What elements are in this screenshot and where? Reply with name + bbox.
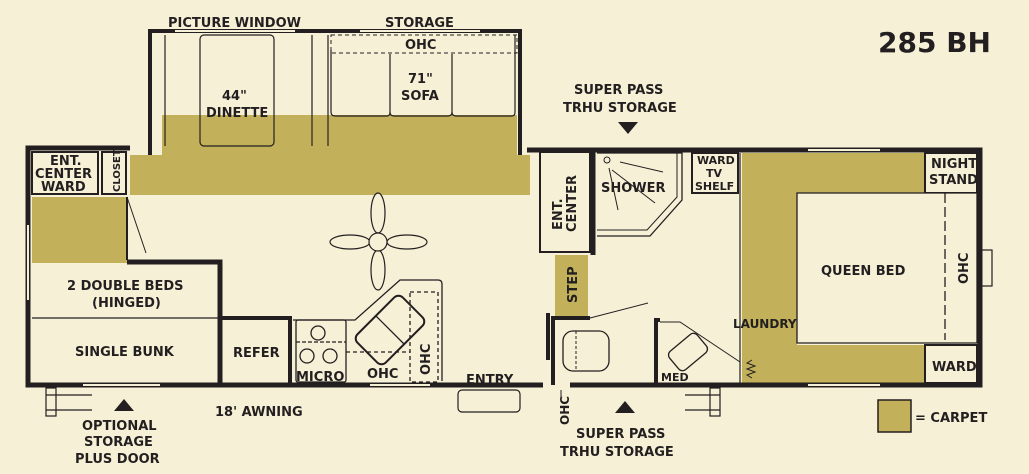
entry-step-icon bbox=[45, 249, 993, 417]
carpet-bunk bbox=[32, 197, 127, 263]
super-pass-bottom-line1: SUPER PASS bbox=[576, 427, 665, 442]
carpet-bed-left bbox=[742, 153, 797, 383]
legend: = CARPET bbox=[877, 399, 987, 433]
optional-storage-line2: STORAGE bbox=[84, 435, 153, 450]
ceiling-fan-icon bbox=[329, 192, 428, 291]
night-stand-line1: NIGHT bbox=[931, 157, 977, 172]
carpet-bed-bottom bbox=[742, 345, 927, 383]
ohc-slide-label: OHC bbox=[405, 38, 436, 53]
optional-storage-line3: PLUS DOOR bbox=[75, 452, 160, 467]
ward-tv-line2: TV bbox=[706, 167, 723, 180]
carpet-step bbox=[555, 255, 588, 317]
shower-label: SHOWER bbox=[601, 181, 666, 196]
super-pass-bottom-line2: TRHU STORAGE bbox=[560, 445, 674, 460]
entry-label: ENTRY bbox=[466, 373, 514, 388]
carpet-hall bbox=[130, 155, 530, 195]
legend-label: = CARPET bbox=[915, 411, 987, 426]
arrow-up-icon bbox=[114, 399, 134, 411]
ohc-kitchen-vertical-label: OHC bbox=[419, 344, 434, 375]
med-label: MED bbox=[661, 371, 689, 384]
laundry-label: LAUNDRY bbox=[733, 317, 797, 331]
double-beds-label: 2 DOUBLE BEDS bbox=[67, 279, 184, 294]
hinged-label: (HINGED) bbox=[92, 296, 161, 311]
ent-center-ward-line3: WARD bbox=[41, 180, 86, 195]
super-pass-top-line1: SUPER PASS bbox=[574, 83, 663, 98]
ohc-bath-label: OHC bbox=[558, 396, 572, 425]
awning-label: 18' AWNING bbox=[215, 405, 303, 420]
storage-markers bbox=[114, 122, 638, 413]
dinette-label: DINETTE bbox=[206, 106, 268, 121]
ohc-bedroom-label: OHC bbox=[957, 253, 972, 284]
model-title: 285 BH bbox=[878, 26, 991, 59]
sofa-size-label: 71" bbox=[408, 72, 433, 87]
ent-center-ward-line1: ENT. bbox=[50, 154, 82, 169]
step-label: STEP bbox=[566, 266, 581, 303]
dinette-size-label: 44" bbox=[222, 89, 247, 104]
ent-center-ward-line2: CENTER bbox=[35, 167, 92, 182]
picture-window-label: PICTURE WINDOW bbox=[168, 16, 301, 31]
ent-center-line2: CENTER bbox=[565, 175, 580, 232]
ohc-kitchen-label: OHC bbox=[367, 367, 398, 382]
single-bunk-label: SINGLE BUNK bbox=[75, 345, 175, 360]
micro-label: MICRO bbox=[296, 370, 344, 385]
refer-label: REFER bbox=[233, 346, 280, 361]
kitchen bbox=[293, 279, 443, 383]
carpet-swatch bbox=[877, 399, 912, 433]
night-stand-line2: STAND bbox=[929, 173, 978, 188]
front-rooms bbox=[31, 151, 292, 385]
carpet-slide bbox=[162, 115, 517, 155]
arrow-up-icon bbox=[615, 401, 635, 413]
bedroom bbox=[796, 152, 978, 384]
ward-tv-line1: WARD bbox=[697, 154, 735, 167]
ent-center-line1: ENT. bbox=[551, 198, 566, 230]
bath-section bbox=[539, 150, 757, 385]
queen-bed-label: QUEEN BED bbox=[821, 264, 906, 279]
arrow-down-icon bbox=[618, 122, 638, 134]
ward-bedroom-label: WARD bbox=[932, 360, 977, 375]
storage-label: STORAGE bbox=[385, 16, 454, 31]
sofa-label: SOFA bbox=[401, 89, 439, 104]
closet-label: CLOSET bbox=[112, 149, 123, 192]
slide-out bbox=[148, 29, 522, 155]
super-pass-top-line2: TRHU STORAGE bbox=[563, 101, 677, 116]
carpet-areas bbox=[32, 115, 927, 383]
windows bbox=[27, 149, 880, 386]
ward-tv-line3: SHELF bbox=[695, 180, 734, 193]
optional-storage-line1: OPTIONAL bbox=[82, 419, 157, 434]
